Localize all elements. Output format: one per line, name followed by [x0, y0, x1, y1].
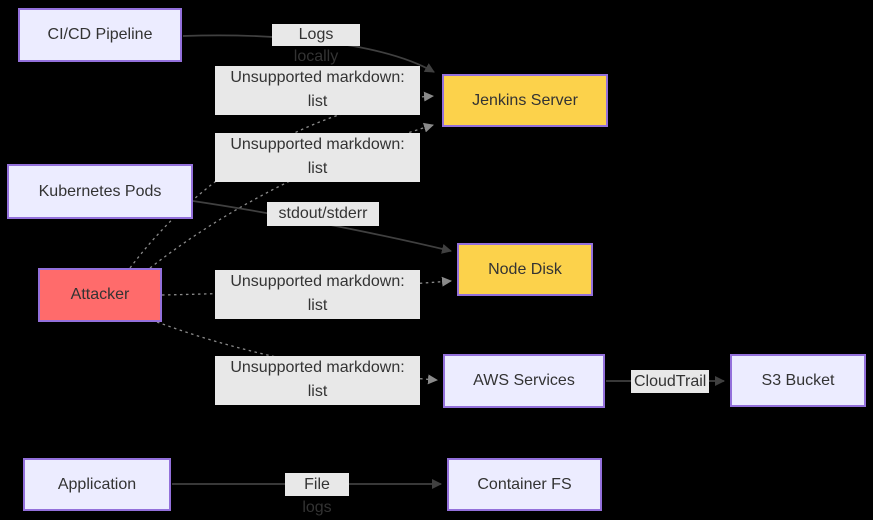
edge-label-logs-locally: Logs locally [272, 24, 360, 65]
edge-label-cloudtrail: CloudTrail [631, 370, 709, 393]
node-attacker: Attacker [38, 268, 162, 322]
edge-label-unsupported-markdown-4: Unsupported markdown: list [215, 356, 420, 405]
edge-label-stdout-stderr: stdout/stderr [267, 202, 379, 226]
node-kubernetes-pods: Kubernetes Pods [7, 164, 193, 219]
node-aws-services: AWS Services [443, 354, 605, 408]
node-node-disk: Node Disk [457, 243, 593, 296]
edge-label-unsupported-markdown-1: Unsupported markdown: list [215, 66, 420, 115]
edge-label-unsupported-markdown-2: Unsupported markdown: list [215, 133, 420, 182]
node-cicd-pipeline: CI/CD Pipeline [18, 8, 182, 62]
edge-label-file-logs: File logs [285, 473, 349, 516]
node-application: Application [23, 458, 171, 511]
node-s3-bucket: S3 Bucket [730, 354, 866, 407]
node-container-fs: Container FS [447, 458, 602, 511]
edge-label-unsupported-markdown-3: Unsupported markdown: list [215, 270, 420, 319]
node-jenkins-server: Jenkins Server [442, 74, 608, 127]
